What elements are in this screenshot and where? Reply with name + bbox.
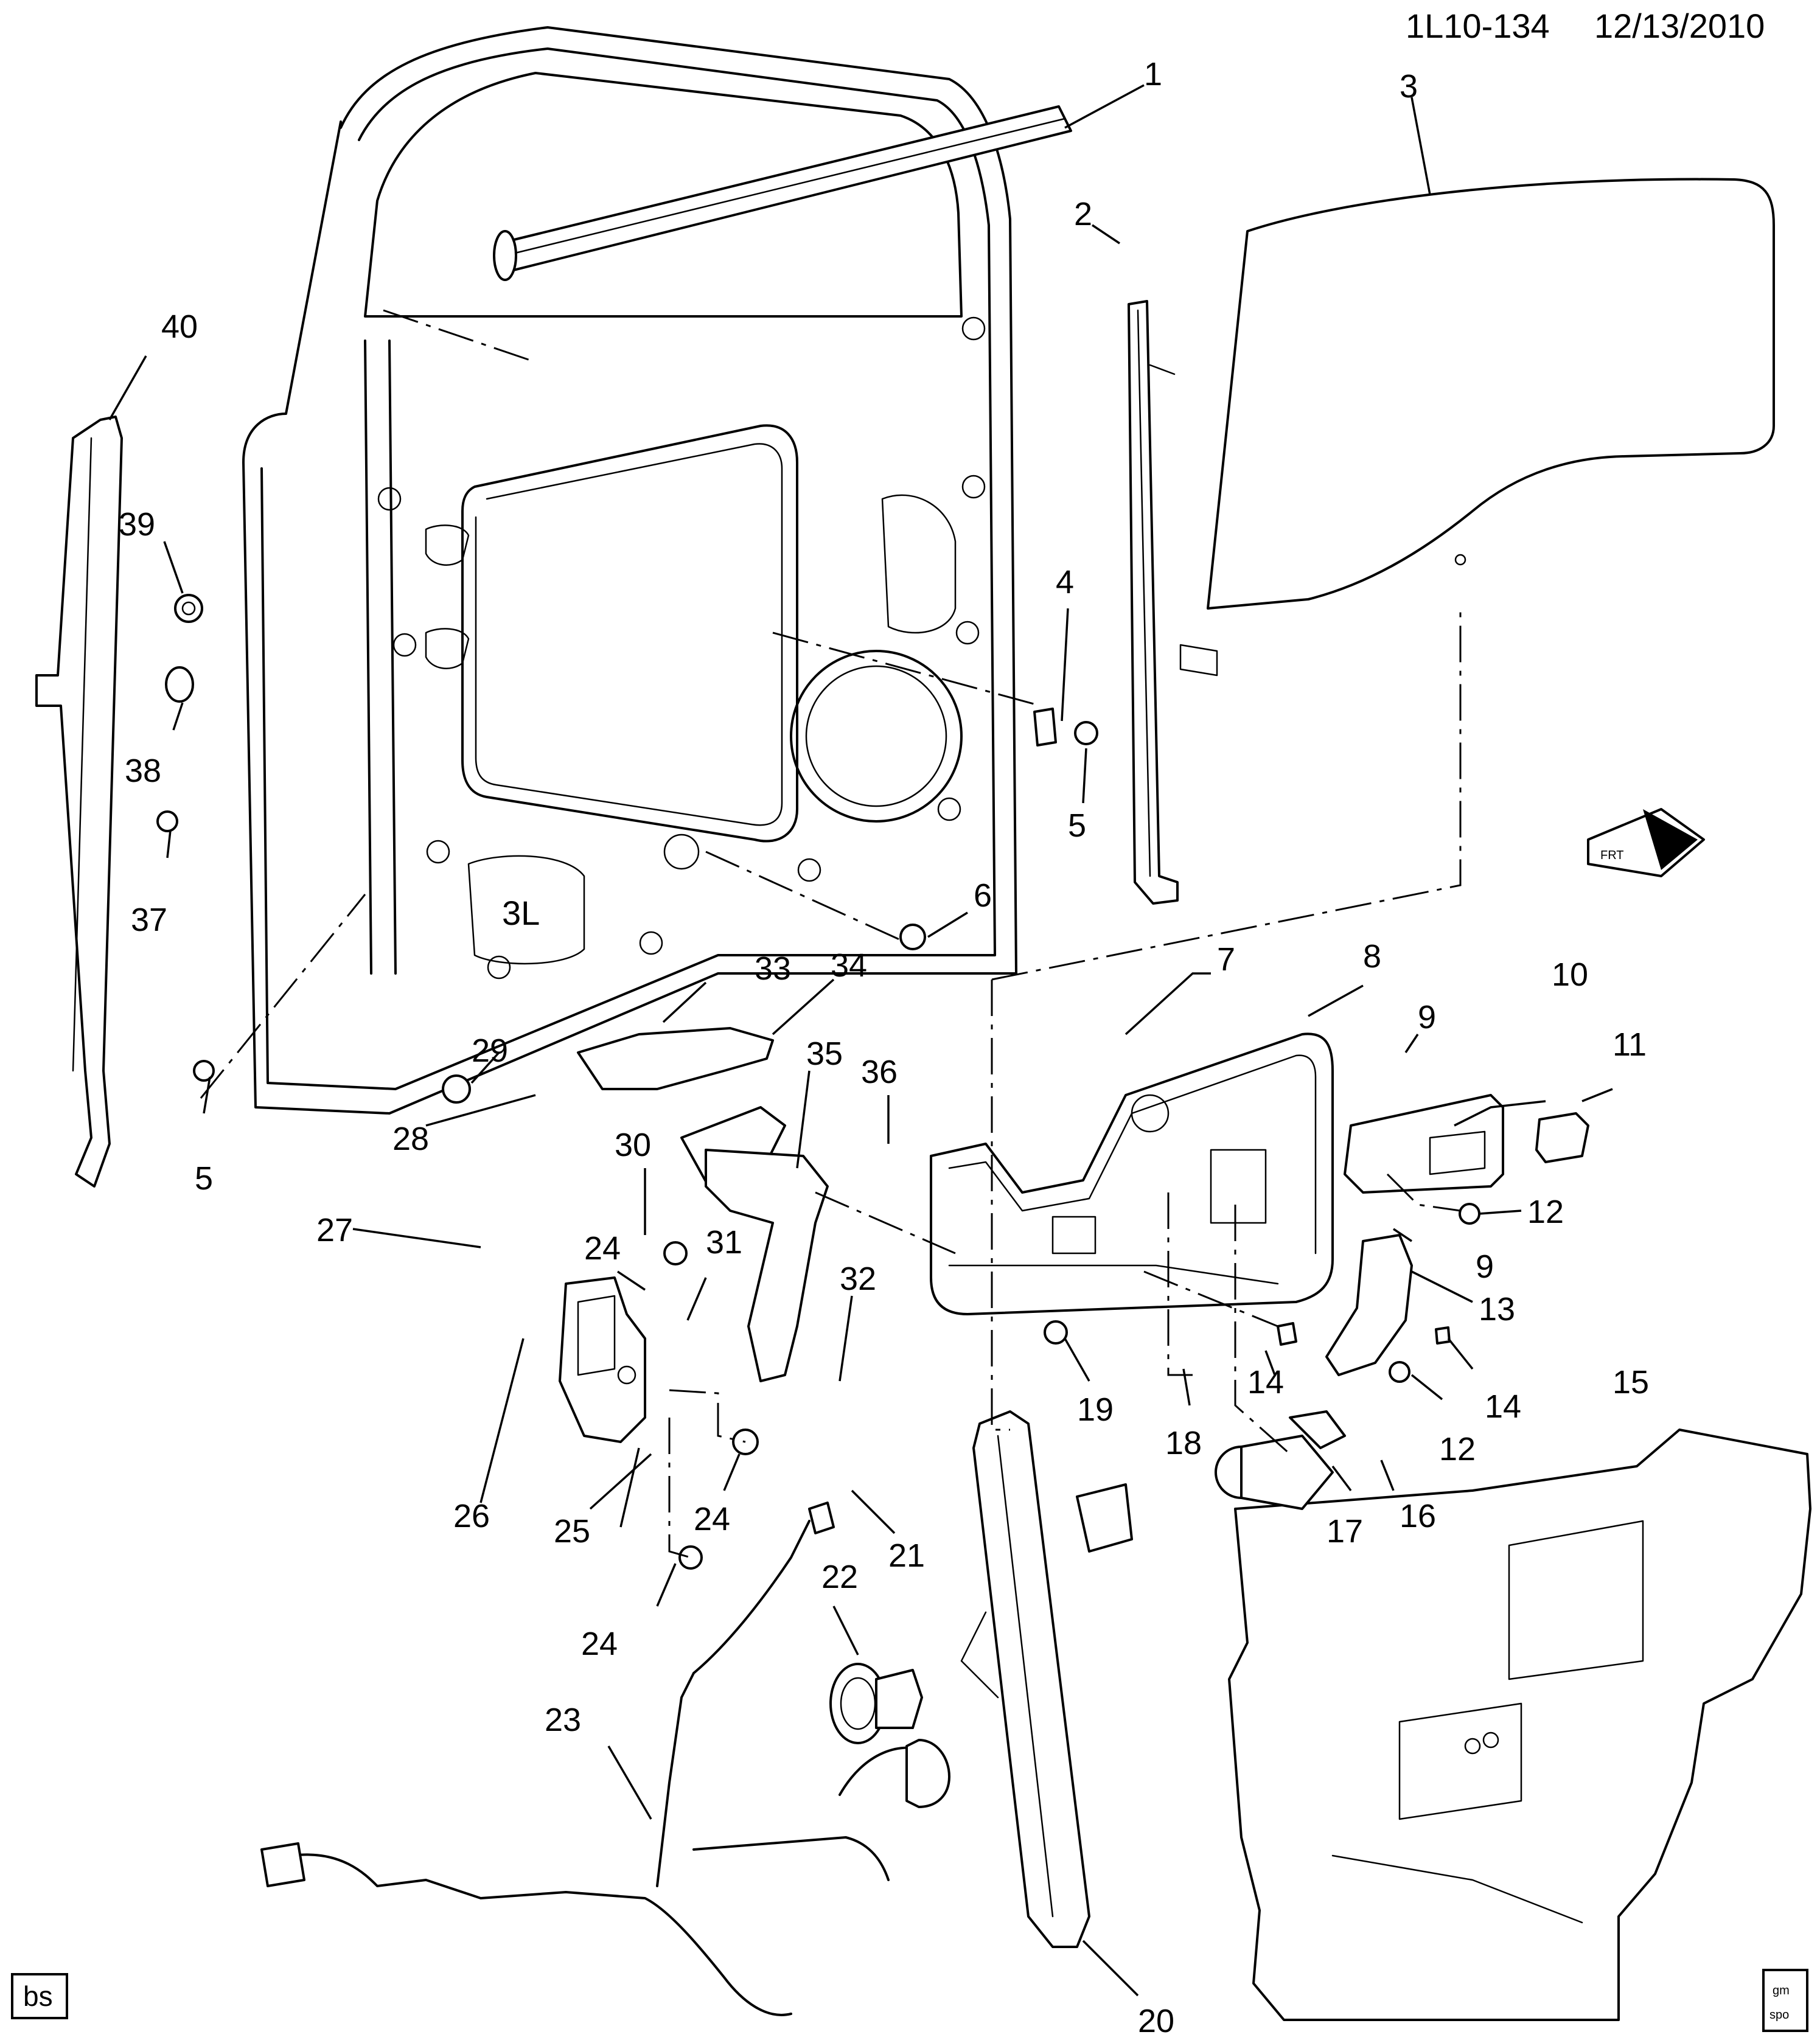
callout-22: 22 [821,1559,858,1595]
diagram-date: 12/13/2010 [1594,7,1765,45]
callout-21: 21 [888,1537,925,1574]
callout-32: 32 [840,1261,876,1297]
callout-18: 18 [1165,1425,1202,1461]
leader-lines [108,84,1613,1997]
callout-30: 30 [615,1127,651,1163]
footer-badge: bs [11,1973,68,2019]
callout-6: 6 [974,877,992,914]
callout-16: 16 [1400,1498,1436,1534]
callout-35: 35 [806,1035,843,1072]
footer-badge-text: bs [23,1980,53,2012]
part-8-module-carrier [930,1032,1334,1315]
callout-2: 2 [1074,196,1092,232]
callout-25: 25 [554,1513,590,1550]
callout-34: 34 [831,947,867,984]
callout-24c: 24 [581,1626,618,1662]
fasteners [156,594,1480,1570]
gm-spo-logo: gm spo [1762,1969,1808,2032]
part-13-bracket [1325,1234,1413,1376]
callout-9a: 9 [1418,999,1436,1035]
callout-40: 40 [161,308,198,345]
part-2-glass-run-channel [1128,300,1179,905]
callout-5b: 5 [195,1160,213,1197]
logo-line1: gm [1773,1984,1790,1997]
part-15-trim-panel [1228,1429,1811,2021]
callout-3: 3 [1400,68,1418,105]
callout-10: 10 [1552,956,1588,993]
callout-13: 13 [1479,1291,1515,1328]
reference-lines [200,309,1462,1559]
callout-31: 31 [706,1224,742,1261]
callout-38: 38 [125,753,161,789]
part-25-door-latch [559,1276,646,1443]
callout-labels: 1 2 3 4 5 6 7 8 9 10 11 12 13 14 15 16 1… [119,56,1649,2039]
callout-15: 15 [1613,1364,1649,1401]
callout-7: 7 [1217,941,1235,978]
callout-36: 36 [861,1054,898,1090]
diagram-id: 1L10-134 [1406,7,1550,45]
callout-8: 8 [1363,938,1381,975]
front-direction-arrow: FRT [1587,808,1705,877]
callout-39: 39 [119,506,155,543]
callout-4: 4 [1056,564,1074,600]
part-40-front-channel [35,416,123,1188]
callout-29: 29 [472,1032,508,1069]
front-marker-label: FRT [1600,849,1624,862]
logo-line2: spo [1769,2008,1789,2022]
callout-9b: 9 [1476,1248,1494,1285]
callout-20: 20 [1138,2003,1174,2039]
callout-24a: 24 [584,1230,621,1267]
callout-11: 11 [1613,1026,1647,1063]
callout-26: 26 [453,1498,490,1534]
callout-23: 23 [545,1702,581,1738]
callout-33: 33 [755,950,791,987]
callout-17: 17 [1327,1513,1363,1550]
door-panel-mark: 3L [502,894,540,932]
callout-14a: 14 [1247,1364,1284,1401]
part-10-inside-handle [1344,1094,1504,1194]
part-1-weatherstrip [493,105,1072,281]
callout-5a: 5 [1068,807,1086,844]
part-20-window-regulator [960,1410,1133,1948]
callout-1: 1 [1144,56,1162,92]
callout-14b: 14 [1485,1388,1521,1425]
callout-28: 28 [392,1121,429,1157]
callout-12b: 12 [1439,1431,1476,1467]
part-3-window-glass [1179,178,1775,677]
part-35-bracket [705,1149,829,1382]
door-inner-panel: 3L [242,26,1017,1115]
part-22-grommet [829,1663,923,1744]
callout-24b: 24 [694,1501,730,1537]
callout-19: 19 [1077,1391,1114,1428]
callout-12a: 12 [1527,1194,1564,1230]
part-23-wiring-harness [260,1502,950,2016]
part-17-window-motor [1215,1410,1346,1510]
callout-27: 27 [316,1212,353,1248]
callout-37: 37 [131,902,167,938]
part-11-switch [1535,1112,1589,1163]
